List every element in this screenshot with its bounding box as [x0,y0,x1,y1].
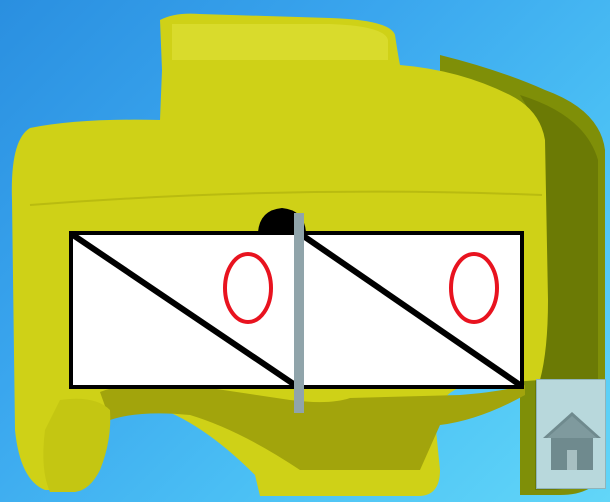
home-button[interactable] [536,379,606,489]
object-top-highlight [172,24,388,60]
home-icon [537,380,607,490]
divider-rod [294,213,304,413]
